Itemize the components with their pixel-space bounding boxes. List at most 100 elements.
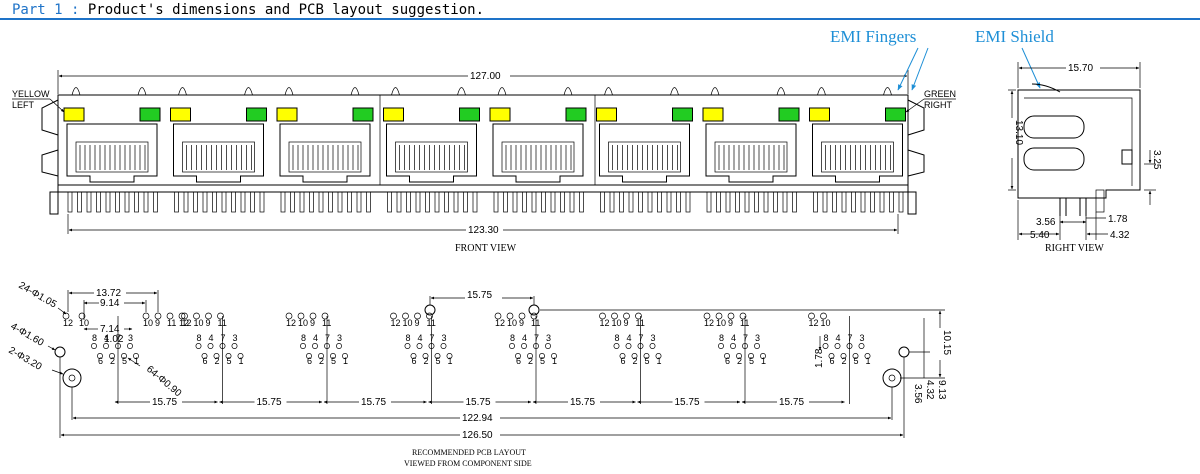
hole-note-2-leader [51, 369, 64, 375]
signal-pin-hole [336, 343, 342, 349]
signal-pin-label: 1 [552, 356, 557, 366]
signal-pin-label: 2 [528, 356, 533, 366]
pitch-dim-label: 15.75 [361, 397, 386, 408]
signal-pin-label: 1 [761, 356, 766, 366]
dim-123: 123.30 [468, 225, 499, 236]
emi-finger [284, 87, 294, 96]
dim-3-56-pcb: 3.56 [912, 384, 923, 404]
emi-finger [497, 87, 507, 96]
led-pin-label: 9 [415, 318, 420, 328]
led-pin-hole [297, 312, 305, 320]
signal-pin-hole [521, 343, 527, 349]
signal-pin-label: 2 [737, 356, 742, 366]
signal-pin-hole [300, 343, 306, 349]
signal-pin-hole [97, 353, 103, 359]
signal-pin-hole [619, 353, 626, 359]
mount-hole-right-center [888, 374, 896, 382]
led-pin-label: 12 [179, 318, 189, 328]
dim-1-02: 1.02 [104, 334, 124, 345]
signal-pin-label: 8 [719, 333, 724, 343]
front-pin [193, 191, 198, 213]
left-post [49, 191, 59, 215]
emi-fingers-arrow-1 [897, 47, 919, 91]
front-pin [124, 191, 130, 213]
led-pin-hole [205, 312, 212, 320]
signal-pin-label: 3 [755, 333, 760, 343]
signal-pin-hole [545, 343, 551, 349]
pitch-dim-label: 15.75 [466, 397, 491, 408]
dim-13-72: 13.72 [96, 288, 121, 299]
led-yellow [596, 107, 617, 122]
signal-pin-hole [539, 353, 545, 359]
emi-finger [670, 87, 679, 96]
right-view: 15.70 13.10 3.25 3.56 1.78 5.40 4.32 RIG… [1008, 62, 1162, 254]
signal-pin-hole [527, 353, 533, 359]
side-led-window [1121, 149, 1133, 165]
front-pin [290, 191, 295, 213]
front-pin [725, 191, 731, 213]
hole-note-4-leader [47, 345, 56, 351]
front-pin [212, 191, 217, 213]
side-latch [1031, 83, 1061, 93]
pitch-dim-label: 15.75 [152, 397, 177, 408]
pitch-dim-label: 15.75 [570, 397, 595, 408]
led-pin-hole [703, 312, 711, 320]
signal-pin-hole [852, 353, 859, 359]
signal-pin-label: 4 [627, 333, 632, 343]
signal-pin-hole [306, 353, 312, 359]
signal-pin-label: 7 [534, 333, 539, 343]
signal-pin-hole [864, 353, 871, 359]
front-pin [706, 191, 712, 213]
rj45-contact-area [288, 141, 362, 173]
signal-pin-hole [643, 353, 650, 359]
signal-pin-label: 1 [343, 356, 348, 366]
signal-pin-hole [207, 343, 214, 349]
front-pin [77, 191, 82, 213]
emi-shield-callout: EMI Shield [975, 27, 1054, 46]
front-pin [221, 191, 227, 213]
signal-pin-hole [718, 343, 724, 349]
signal-pin-hole [195, 343, 202, 349]
signal-pin-label: 5 [854, 356, 859, 366]
signal-pin-label: 2 [319, 356, 324, 366]
signal-pin-hole [342, 353, 348, 359]
signal-pin-label: 4 [418, 333, 423, 343]
front-pin [716, 191, 721, 213]
dim-126-50: 126.50 [462, 430, 493, 441]
front-pin [503, 191, 508, 213]
pcb-caption-1: RECOMMENDED PCB LAYOUT [412, 448, 526, 457]
hole-note-2: 2-Φ3.20 [7, 345, 44, 373]
emi-fingers-arrow-2 [911, 47, 929, 91]
hole-note-24: 24-Φ1.05 [17, 280, 59, 311]
header-rule [0, 18, 1200, 20]
left-shield-tab-2 [41, 149, 59, 177]
led-pin-label: 10 [143, 318, 153, 328]
front-pin [619, 191, 624, 213]
signal-pin-label: 3 [546, 333, 551, 343]
dim-4-32-side: 4.32 [1110, 230, 1130, 241]
front-pin [531, 191, 537, 213]
led-yellow [702, 107, 724, 122]
front-pin [259, 191, 265, 213]
led-green [565, 107, 587, 122]
front-pin [782, 191, 788, 213]
led-pin-hole [390, 312, 397, 320]
front-pin [841, 191, 847, 213]
signal-pin-hole [760, 353, 766, 359]
signal-pin-hole [213, 353, 220, 359]
front-pin [231, 191, 236, 213]
dim-9-14: 9.14 [100, 298, 120, 309]
front-pin [744, 191, 750, 213]
led-pin-label: 12 [63, 318, 73, 328]
led-pin-hole [193, 312, 200, 320]
front-pin [763, 191, 769, 213]
signal-pin-label: 4 [836, 333, 841, 343]
rj45-opening [599, 123, 690, 183]
front-pin [773, 191, 778, 213]
signal-pin-label: 4 [104, 333, 109, 343]
side-body-outline [1017, 89, 1141, 199]
led-pin-label: 10 [403, 318, 413, 328]
signal-pin-hole [613, 343, 620, 349]
signal-pin-hole [736, 353, 742, 359]
led-pin-label: 10 [79, 318, 89, 328]
